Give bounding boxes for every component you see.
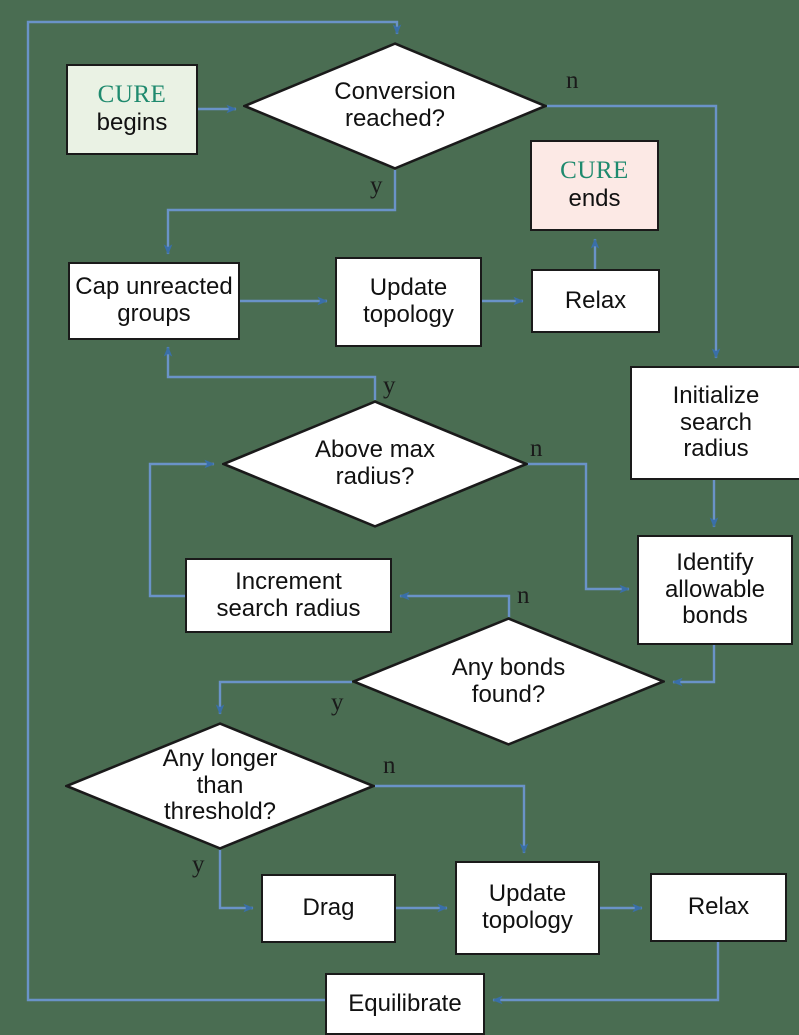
initialize-radius-line2: search [679, 408, 753, 436]
node-equilibrate[interactable]: Equilibrate [325, 973, 485, 1035]
node-identify-allowable-bonds[interactable]: Identify allowable bonds [637, 535, 793, 645]
edge-label-longer-yes: y [192, 851, 205, 878]
conversion-reached-line1: Conversion [334, 78, 456, 106]
relax-bottom-label: Relax [687, 893, 750, 921]
any-longer-threshold-label: Any longer than threshold? [162, 744, 278, 827]
node-conversion-reached[interactable]: Conversion reached? [243, 42, 547, 170]
above-max-radius-label: Above max radius? [314, 436, 436, 491]
edge-label-longer-no: n [383, 752, 396, 779]
edge-label-conversion-yes: y [370, 172, 383, 199]
edge-identify-to-anybonds [672, 645, 716, 687]
edge-label-bonds-found-no: n [517, 582, 530, 609]
any-bonds-found-label: Any bonds found? [451, 653, 566, 709]
edge-label-above-max-no: n [530, 435, 543, 462]
node-cure-ends[interactable]: CURE ends [530, 140, 659, 231]
cure-ends-word-ends: ends [568, 185, 621, 213]
node-any-longer-than-threshold[interactable]: Any longer than threshold? [65, 722, 375, 850]
node-drag[interactable]: Drag [261, 874, 396, 943]
cure-ends-word-cure: CURE [560, 156, 629, 184]
cap-unreacted-line2: groups [117, 300, 191, 327]
update-topology-top-line1: Update [369, 274, 448, 302]
edge-conversion-yes-to-cap [163, 170, 397, 255]
update-topology-bottom-line1: Update [488, 880, 567, 908]
equilibrate-label: Equilibrate [348, 989, 462, 1017]
initialize-radius-line3: radius [683, 435, 749, 463]
node-above-max-radius[interactable]: Above max radius? [222, 400, 528, 528]
edge-anybonds-no-to-increment [399, 591, 511, 617]
node-cure-begins[interactable]: CURE begins [66, 64, 198, 155]
cap-unreacted-line1: Cap unreacted [75, 273, 233, 301]
update-topology-bottom-line2: topology [482, 907, 573, 934]
node-cap-unreacted-groups[interactable]: Cap unreacted groups [68, 262, 240, 340]
edge-abovemax-no-to-identify [527, 462, 630, 594]
node-relax-top[interactable]: Relax [531, 269, 660, 333]
node-update-topology-bottom[interactable]: Update topology [455, 861, 600, 955]
edge-abovemax-yes-to-cap [163, 346, 377, 400]
node-initialize-search-radius[interactable]: Initialize search radius [630, 366, 799, 480]
edge-anylonger-no-to-update-bottom [375, 784, 529, 854]
node-any-bonds-found[interactable]: Any bonds found? [352, 617, 665, 746]
diamond-shape [352, 617, 665, 746]
any-longer-threshold-line2: than [196, 771, 244, 799]
any-bonds-found-line2: found? [471, 680, 546, 708]
cure-begins-word-cure: CURE [97, 80, 167, 108]
edge-label-conversion-no: n [566, 67, 579, 94]
edge-label-above-max-yes: y [383, 372, 396, 399]
conversion-reached-line2: reached? [344, 105, 446, 132]
any-bonds-found-line1: Any bonds [451, 653, 566, 681]
identify-bonds-line2: allowable [664, 575, 766, 603]
increment-radius-line2: search radius [216, 594, 361, 622]
initialize-radius-line1: Initialize [672, 381, 760, 409]
identify-bonds-line3: bonds [682, 602, 748, 630]
node-relax-bottom[interactable]: Relax [650, 873, 787, 942]
above-max-radius-line1: Above max [314, 436, 436, 464]
conversion-reached-label: Conversion reached? [334, 78, 456, 133]
any-longer-threshold-line1: Any longer [162, 744, 278, 772]
any-longer-threshold-line3: threshold? [163, 798, 277, 826]
edge-label-bonds-found-yes: y [331, 689, 344, 716]
drag-label: Drag [302, 894, 355, 922]
identify-bonds-line1: Identify [676, 548, 754, 576]
update-topology-top-line2: topology [363, 301, 454, 328]
cure-begins-word-begins: begins [96, 109, 168, 137]
above-max-radius-line2: radius? [335, 463, 415, 490]
increment-radius-line1: Increment [235, 567, 342, 595]
node-update-topology-top[interactable]: Update topology [335, 257, 482, 347]
relax-top-label: Relax [564, 286, 627, 314]
edge-anylonger-yes-to-drag [218, 850, 254, 913]
